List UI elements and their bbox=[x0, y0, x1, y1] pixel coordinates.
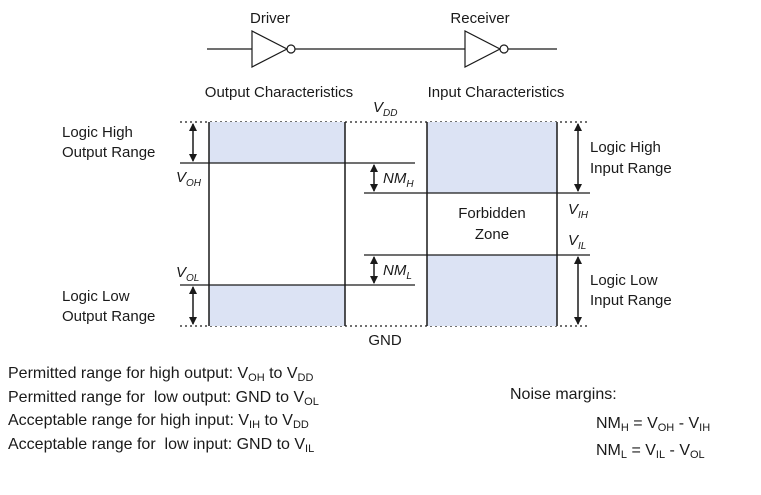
note-line: Acceptable range for high input: VIH to … bbox=[8, 412, 309, 431]
vol-label: VOL bbox=[176, 264, 199, 284]
logic-low-output-label-line2: Output Range bbox=[62, 308, 155, 325]
vdd-label: VDD bbox=[373, 99, 397, 119]
nmh-label: NMH bbox=[383, 170, 414, 190]
output-characteristics-label: Output Characteristics bbox=[205, 84, 353, 101]
driver-label: Driver bbox=[250, 10, 290, 27]
input-high-band bbox=[427, 122, 557, 193]
noise-margins-title: Noise margins: bbox=[510, 386, 617, 403]
logic-high-input-label-line1: Logic High bbox=[590, 139, 661, 156]
output-high-band bbox=[209, 122, 345, 163]
logic-high-output-label-line2: Output Range bbox=[62, 144, 155, 161]
note-line: Permitted range for low output: GND to V… bbox=[8, 388, 319, 408]
input-characteristics-label: Input Characteristics bbox=[428, 84, 565, 101]
gnd-label: GND bbox=[368, 332, 402, 349]
driver-inverter-symbol bbox=[251, 30, 296, 68]
vih-label: VIH bbox=[568, 201, 589, 221]
logic-high-input-label-line2: Input Range bbox=[590, 160, 672, 177]
output-low-band bbox=[209, 285, 345, 326]
forbidden-zone-label-line1: Forbidden bbox=[458, 205, 526, 222]
receiver-inverter-symbol bbox=[464, 30, 509, 68]
voh-label: VOH bbox=[176, 169, 202, 189]
logic-low-input-label-line2: Input Range bbox=[590, 292, 672, 309]
logic-low-output-label-line1: Logic Low bbox=[62, 288, 130, 305]
nml-equation: NML = VIL - VOL bbox=[596, 442, 705, 461]
note-line: Acceptable range for low input: GND to V… bbox=[8, 435, 315, 455]
nmh-equation: NMH = VOH - VIH bbox=[596, 415, 711, 434]
permitted-range-notes: Permitted range for high output: VOH to … bbox=[8, 362, 319, 456]
receiver-label: Receiver bbox=[450, 10, 509, 27]
forbidden-zone-label-line2: Zone bbox=[475, 226, 509, 243]
input-low-band bbox=[427, 255, 557, 326]
vil-label: VIL bbox=[568, 232, 586, 252]
noise-margin-equations: NMH = VOH - VIH NML = VIL - VOL bbox=[596, 410, 710, 464]
note-line: Permitted range for high output: VOH to … bbox=[8, 365, 314, 384]
nml-label: NML bbox=[383, 262, 412, 282]
logic-low-input-label-line1: Logic Low bbox=[590, 272, 658, 289]
logic-high-output-label-line1: Logic High bbox=[62, 124, 133, 141]
